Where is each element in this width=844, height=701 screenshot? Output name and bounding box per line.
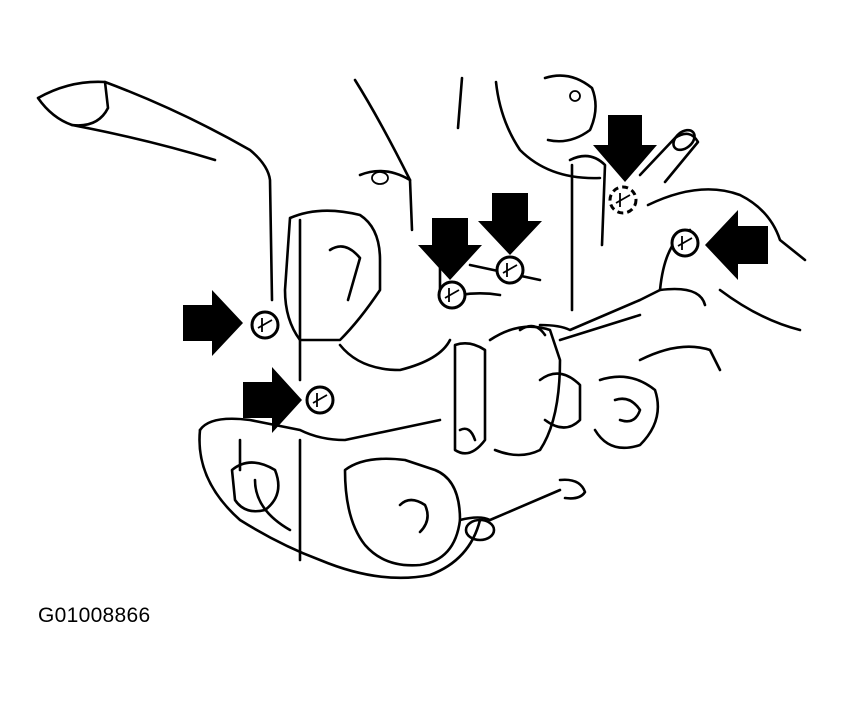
bolt-1 bbox=[250, 310, 280, 340]
arrow-down-icon bbox=[478, 193, 542, 255]
bolt-6 bbox=[670, 228, 700, 258]
arrow-down-icon bbox=[418, 218, 482, 280]
rear-housing-right bbox=[568, 154, 807, 332]
arrow-left-icon bbox=[705, 210, 768, 280]
bolt-5 bbox=[608, 185, 638, 215]
bolt-3 bbox=[437, 280, 467, 310]
arrow-right-icon bbox=[243, 367, 302, 433]
small-tube-right bbox=[638, 128, 700, 184]
bolt-2 bbox=[305, 385, 335, 415]
rear-pipes bbox=[353, 74, 602, 182]
bolt-4 bbox=[495, 255, 525, 285]
arrow-right-icon bbox=[183, 290, 243, 356]
arrow-down-icon bbox=[593, 115, 657, 182]
figure-id-label: G01008866 bbox=[38, 604, 151, 627]
hose-left bbox=[36, 80, 274, 302]
